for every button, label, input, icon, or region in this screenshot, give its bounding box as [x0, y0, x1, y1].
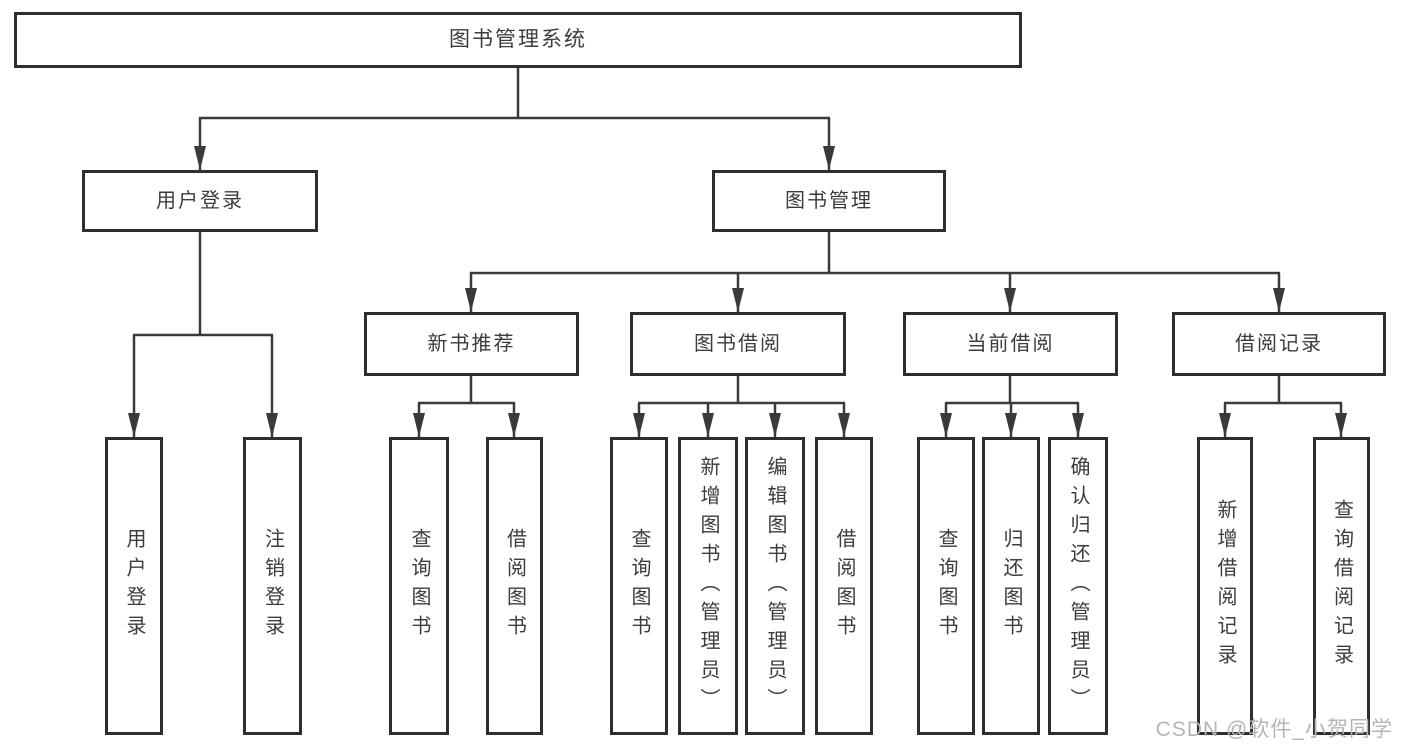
leaf-logout: 注销登录: [243, 437, 302, 735]
node-label: 归还图书: [1000, 528, 1022, 644]
node-label: 查询图书: [628, 528, 650, 644]
node-label: 借阅图书: [503, 528, 526, 644]
connector-arrows: [128, 118, 1347, 437]
leaf-rec-borrow-books: 借阅图书: [486, 437, 543, 735]
node-label: 借阅图书: [833, 528, 855, 644]
leaf-rec-query-books: 查询图书: [389, 437, 449, 735]
leaf-cb-return-books: 归还图书: [982, 437, 1040, 735]
node-label: 图书管理: [785, 190, 873, 212]
node-label: 查询借阅记录: [1330, 499, 1353, 673]
node-label: 新增借阅记录: [1214, 499, 1236, 673]
node-label: 新书推荐: [427, 333, 516, 355]
node-book-borrowing: 图书借阅: [630, 312, 846, 376]
node-label: 用户登录: [123, 528, 145, 644]
leaf-bb-borrow-books: 借阅图书: [815, 437, 873, 735]
node-label: 确认归还（管理员）: [1067, 455, 1089, 717]
leaf-user-login: 用户登录: [105, 437, 163, 735]
node-root-library-system: 图书管理系统: [14, 12, 1022, 68]
node-label: 查询图书: [935, 528, 957, 644]
node-book-management: 图书管理: [712, 170, 946, 232]
node-new-book-recommend: 新书推荐: [364, 312, 579, 376]
node-label: 查询图书: [408, 528, 430, 644]
node-label: 用户登录: [156, 190, 244, 212]
leaf-cb-confirm-return-admin: 确认归还（管理员）: [1048, 437, 1108, 735]
node-label: 图书借阅: [694, 333, 782, 355]
leaf-bb-add-book-admin: 新增图书（管理员）: [678, 437, 738, 735]
node-label: 图书管理系统: [449, 28, 587, 52]
leaf-br-add-record: 新增借阅记录: [1197, 437, 1253, 735]
node-label: 当前借阅: [966, 333, 1055, 355]
leaf-cb-query-books: 查询图书: [917, 437, 975, 735]
leaf-br-query-record: 查询借阅记录: [1313, 437, 1370, 735]
csdn-watermark: CSDN @软件_小贺同学: [1155, 718, 1393, 741]
node-current-borrowing: 当前借阅: [903, 312, 1118, 376]
node-label: 借阅记录: [1235, 333, 1323, 355]
connector-stems: [198, 68, 1281, 403]
node-borrowing-records: 借阅记录: [1172, 312, 1386, 376]
node-label: 注销登录: [261, 528, 284, 644]
leaf-bb-edit-book-admin: 编辑图书（管理员）: [745, 437, 805, 735]
node-label: 编辑图书（管理员）: [764, 455, 786, 717]
node-label: 新增图书（管理员）: [697, 455, 719, 717]
node-user-login: 用户登录: [82, 170, 318, 232]
leaf-bb-query-books: 查询图书: [610, 437, 668, 735]
